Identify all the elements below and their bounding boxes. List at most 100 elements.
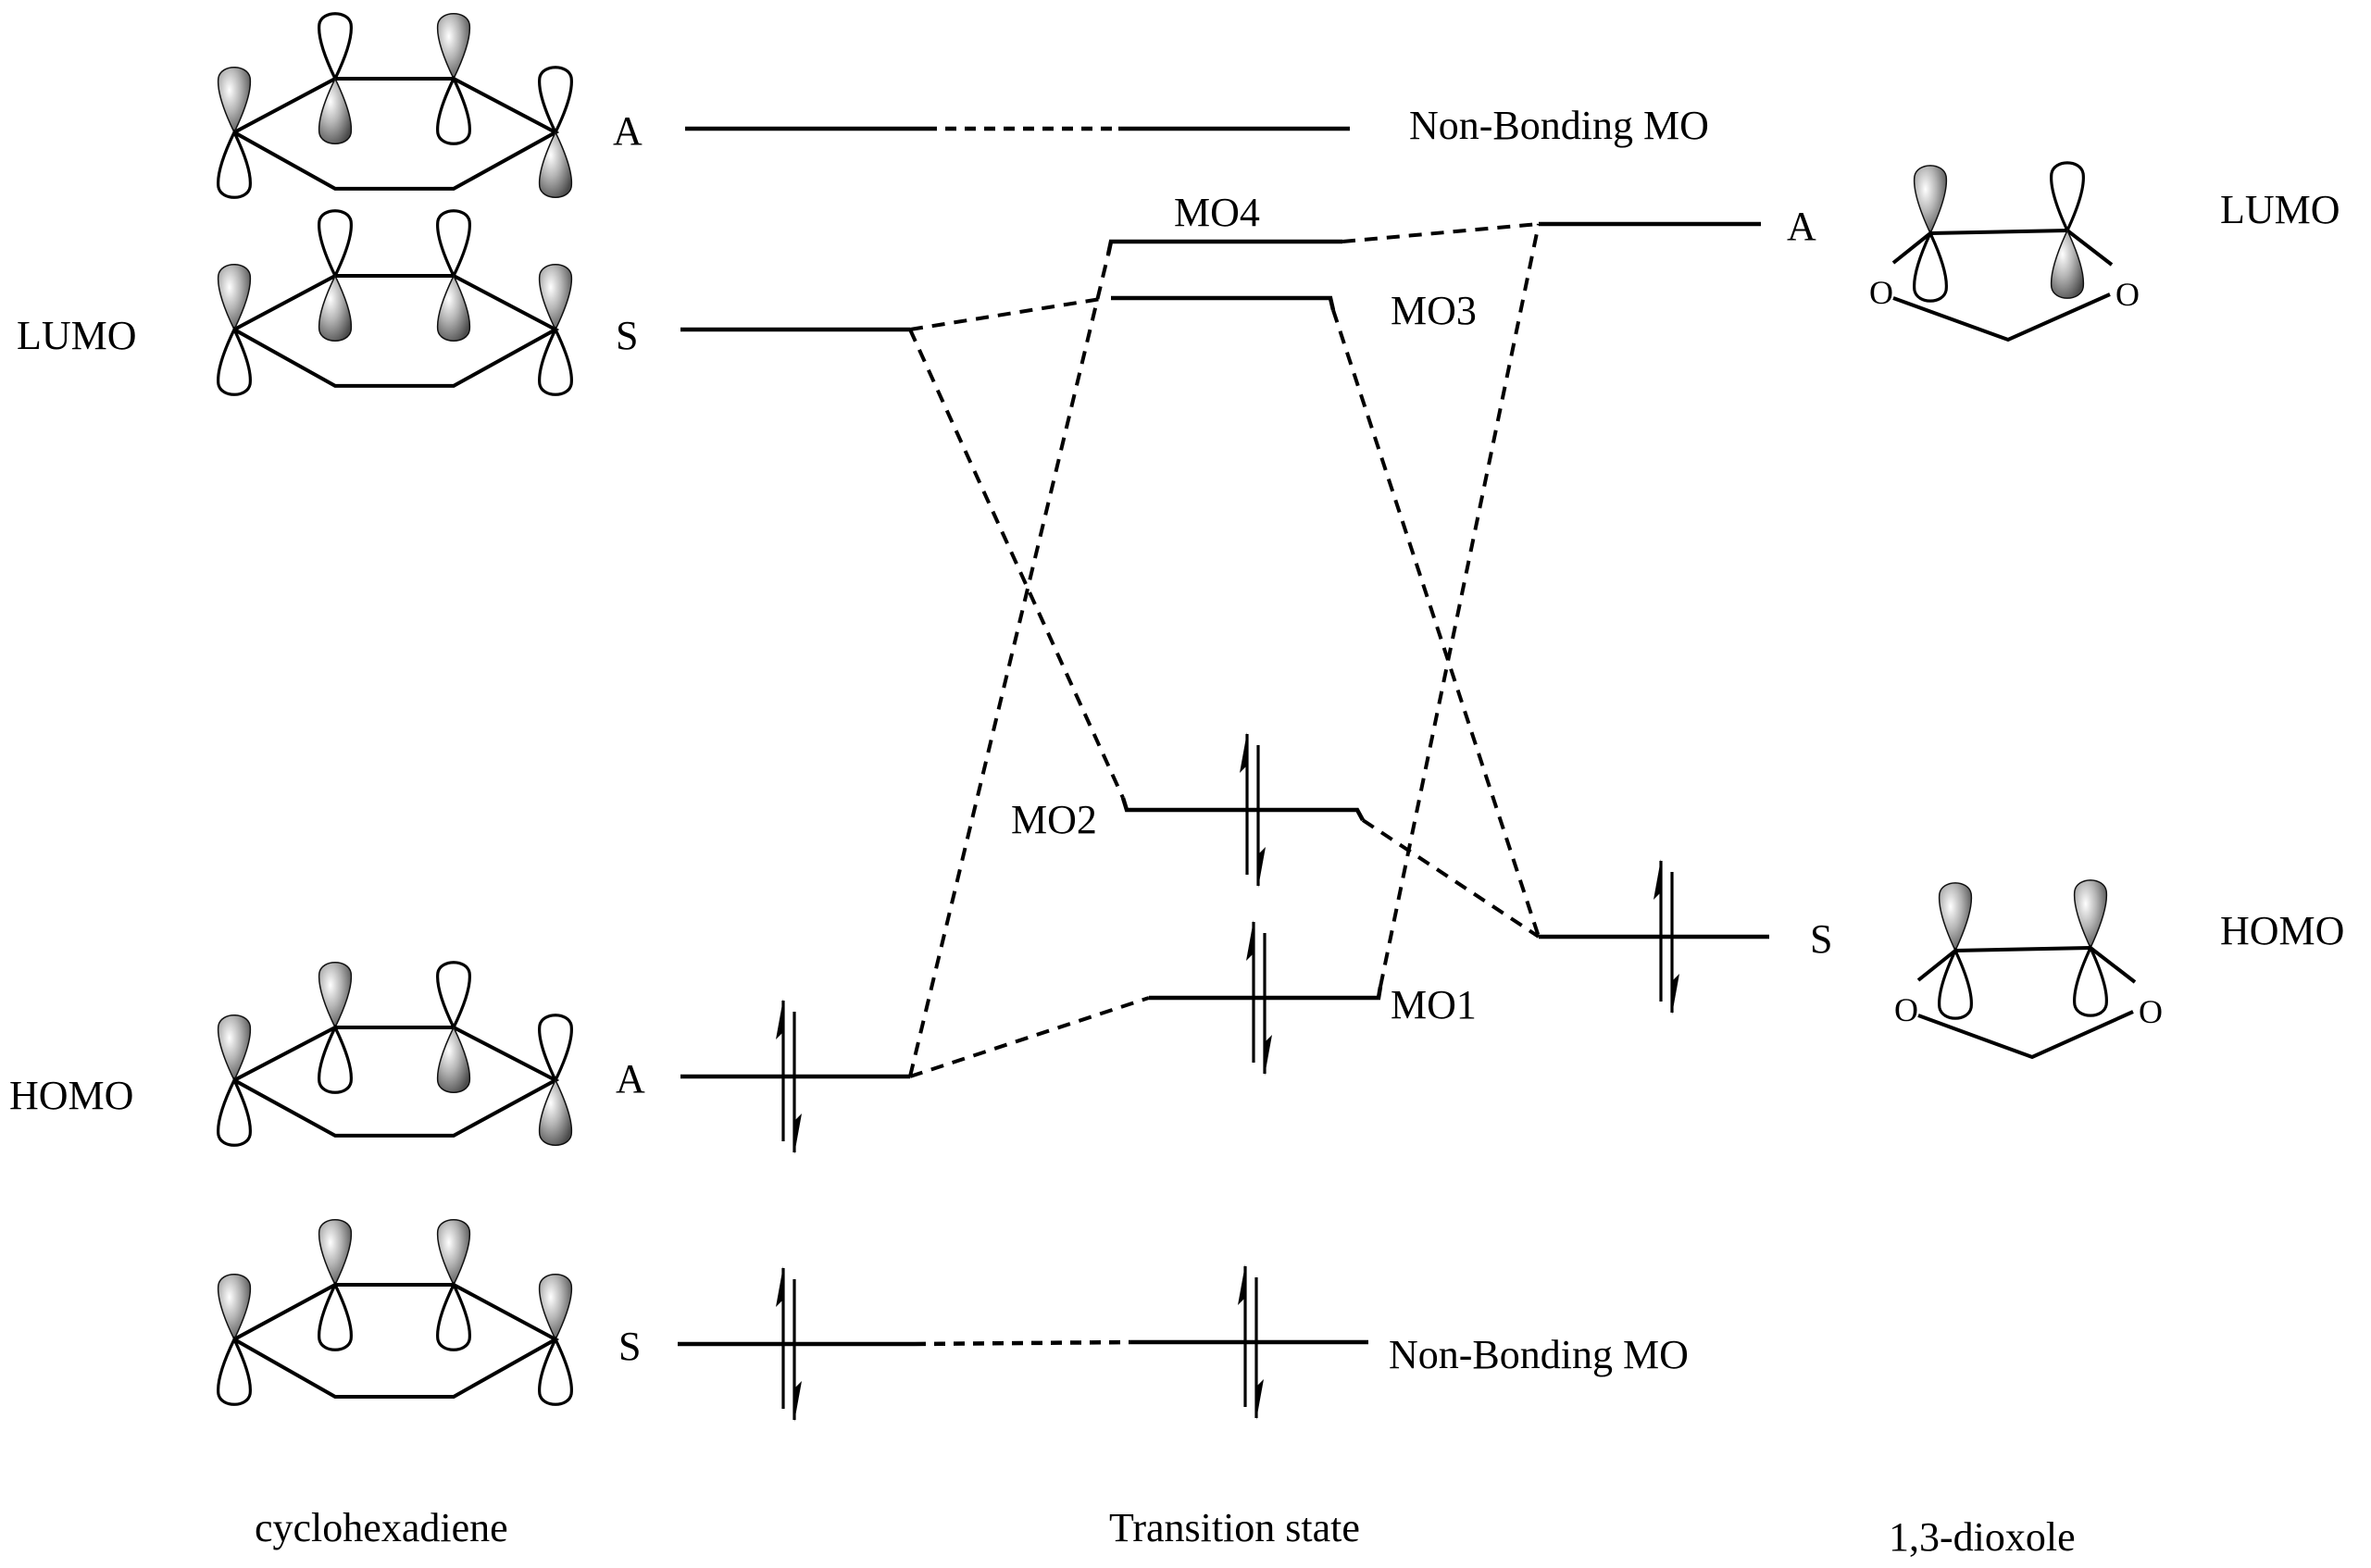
cc-bond [1954, 946, 2091, 952]
label-sym-S-diox: S [1810, 916, 1832, 962]
corr-mo2-dioxS [1361, 818, 1541, 939]
empty-lobe [436, 75, 471, 145]
label-mo1: MO1 [1391, 982, 1477, 1027]
label-sym-A-homo: A [616, 1056, 645, 1101]
label-homo-right: HOMO [2220, 908, 2344, 953]
cyclohexadiene-chd-S-lumo [217, 209, 573, 396]
shaded-lobe [436, 1026, 471, 1094]
shaded-lobe [318, 77, 353, 145]
shaded-lobe [217, 1273, 252, 1341]
shaded-lobe [538, 131, 573, 199]
p-orbital [1913, 165, 1948, 303]
empty-lobe [2050, 161, 2085, 234]
empty-lobe [436, 1281, 471, 1351]
shaded-lobe [538, 1078, 573, 1147]
shaded-lobe [217, 66, 252, 134]
co-bond [1916, 949, 1957, 982]
p-orbital [217, 66, 252, 199]
oxygen-atom-label: O [1869, 274, 1893, 311]
empty-lobe [217, 1076, 252, 1147]
oxygen-atom-label: O [2139, 993, 2163, 1030]
label-lumo-right: LUMO [2220, 187, 2340, 232]
label-homo-left: HOMO [9, 1073, 133, 1118]
p-orbital [217, 263, 252, 396]
p-orbital [318, 961, 353, 1094]
corr-chdS-mo3 [909, 296, 1107, 331]
empty-lobe [318, 1024, 353, 1094]
cyclohexadiene-chd-S-low [217, 1218, 573, 1406]
corr-chdS-mo2 [908, 329, 1125, 799]
shaded-lobe [318, 1218, 353, 1287]
empty-lobe [318, 12, 353, 82]
shaded-lobe [538, 263, 573, 331]
empty-lobe [318, 1281, 353, 1351]
ring-bonds [233, 1283, 560, 1399]
caption-cyclohexadiene: cyclohexadiene [255, 1505, 508, 1550]
empty-lobe [436, 209, 471, 280]
label-lumo-left: LUMO [17, 313, 137, 358]
electron-pair-mo2 [1240, 732, 1266, 888]
level-mo2 [1120, 797, 1365, 822]
shaded-lobe [2050, 229, 2085, 299]
co-bond [1891, 231, 1932, 265]
shaded-lobe [318, 274, 353, 342]
shaded-lobe [217, 1014, 252, 1082]
spin-down-arrowhead [794, 1114, 802, 1154]
p-orbital [436, 961, 471, 1094]
spin-up-arrowhead [1246, 920, 1254, 961]
corr-chdA-mo1 [909, 996, 1150, 1078]
p-orbital [318, 209, 353, 342]
label-mo3: MO3 [1391, 288, 1477, 333]
spin-down-arrowhead [794, 1381, 802, 1422]
ring-bonds [233, 77, 560, 191]
spin-down-arrowhead [1258, 847, 1266, 888]
level-mo4 [1105, 239, 1342, 255]
labels: A Non-Bonding MO LUMO S MO4 MO3 A LUMO M… [9, 103, 2344, 1560]
oxygen-atom-label: O [2115, 276, 2140, 313]
empty-lobe [538, 326, 573, 396]
caption-transition-state: Transition state [1109, 1505, 1360, 1550]
electron-pair-nb-bottom [1238, 1264, 1264, 1420]
spin-up-arrowhead [1240, 732, 1247, 773]
electron-pair-mo1 [1246, 920, 1272, 1076]
p-orbital [436, 1218, 471, 1351]
correlation-nb-bottom [914, 1339, 1131, 1347]
spin-down-arrowhead [1256, 1379, 1264, 1420]
cc-bond [1929, 229, 2068, 235]
spin-up-arrowhead [776, 1266, 783, 1307]
oxygen-atom-label: O [1894, 991, 1918, 1028]
cyclohexadiene-chd-A-homo [217, 961, 573, 1147]
p-orbital [538, 263, 573, 396]
shaded-lobe [1938, 882, 1973, 952]
empty-lobe [318, 209, 353, 280]
corr-mo4-dioxA [1341, 222, 1540, 243]
empty-lobe [436, 961, 471, 1031]
label-nb-top: Non-Bonding MO [1409, 103, 1709, 148]
o-ch2-o-bonds [1892, 292, 2111, 342]
label-sym-S-lumo: S [616, 313, 638, 358]
label-nb-bottom: Non-Bonding MO [1389, 1332, 1689, 1377]
ring-bonds [233, 274, 560, 388]
shaded-lobe [2073, 879, 2108, 950]
empty-lobe [538, 1014, 573, 1084]
empty-lobe [217, 326, 252, 396]
label-sym-S-low: S [618, 1324, 641, 1369]
p-orbital [538, 1014, 573, 1147]
electron-pairs [776, 732, 1679, 1422]
corr-chdA-mo4 [908, 254, 1110, 1077]
p-orbital [217, 1273, 252, 1406]
p-orbital [436, 12, 471, 145]
p-orbital [318, 12, 353, 145]
empty-lobe [1938, 947, 1973, 1020]
spin-down-arrowhead [1265, 1035, 1272, 1076]
label-mo4: MO4 [1174, 190, 1260, 235]
electron-pair-diox-homo [1653, 859, 1679, 1014]
shaded-lobe [1913, 165, 1948, 235]
o-ch2-o-bonds [1917, 1010, 2134, 1060]
p-orbital [318, 1218, 353, 1351]
shaded-lobe [436, 1218, 471, 1287]
level-mo1 [1149, 986, 1383, 1001]
shaded-lobe [318, 961, 353, 1029]
